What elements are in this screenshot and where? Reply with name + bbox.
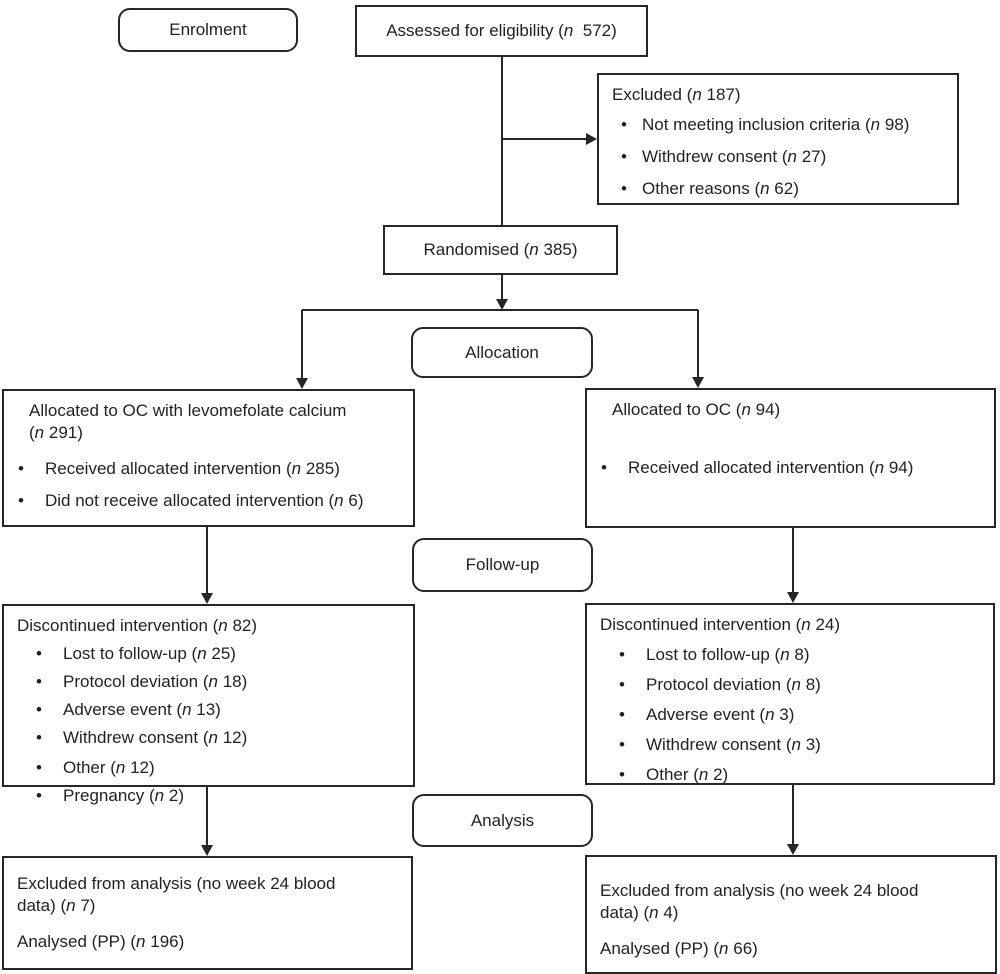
- box-discontinued-right: Discontinued intervention (n 24) Lost to…: [585, 603, 995, 786]
- excluded-title: Excluded (n 187): [612, 85, 741, 104]
- analysed-left-analysed-line: Analysed (PP) (n 196): [17, 932, 185, 951]
- assessed-label: Assessed for eligibility (n 572): [386, 21, 617, 40]
- box-allocated-oc: Allocated to OC (n 94) Received allocate…: [585, 388, 996, 528]
- box-assessed: Assessed for eligibility (n 572): [355, 5, 648, 57]
- analysed-left-excluded-line: Excluded from analysis (no week 24 blood…: [17, 874, 336, 915]
- discontinued-left-item: Lost to follow-up (n 25): [17, 643, 403, 665]
- discontinued-right-item: Lost to follow-up (n 8): [600, 644, 983, 666]
- stage-allocation-label: Allocation: [465, 342, 539, 362]
- allocated-oc-item: Received allocated intervention (n 94): [600, 457, 984, 479]
- discontinued-right-title: Discontinued intervention (n 24): [600, 615, 841, 634]
- box-analysed-left: Excluded from analysis (no week 24 blood…: [2, 856, 413, 970]
- discontinued-left-item: Pregnancy (n 2): [17, 785, 403, 807]
- box-discontinued-left: Discontinued intervention (n 82) Lost to…: [2, 604, 415, 807]
- discontinued-right-item: Protocol deviation (n 8): [600, 674, 983, 696]
- stage-analysis: Analysis: [412, 794, 593, 847]
- box-allocated-levomefolate: Allocated to OC with levomefolate calciu…: [2, 389, 415, 527]
- randomised-label: Randomised (n 385): [423, 240, 578, 259]
- stage-followup-label: Follow-up: [465, 555, 540, 574]
- allocated-levomefolate-title: Allocated to OC with levomefolate calciu…: [29, 401, 347, 442]
- discontinued-right-item: Other (n 2): [600, 764, 983, 786]
- stage-followup: Follow-up: [412, 538, 593, 592]
- allocated-levomefolate-item: Received allocated intervention (n 285): [17, 458, 403, 480]
- allocated-oc-title: Allocated to OC (n 94): [612, 400, 781, 419]
- stage-allocation: Allocation: [411, 327, 593, 378]
- box-excluded: Excluded (n 187) Not meeting inclusion c…: [597, 73, 959, 205]
- excluded-item: Not meeting inclusion criteria (n 98): [612, 114, 947, 136]
- allocated-levomefolate-item: Did not receive allocated intervention (…: [17, 490, 403, 512]
- stage-analysis-label: Analysis: [470, 810, 535, 830]
- excluded-item: Withdrew consent (n 27): [612, 146, 947, 168]
- excluded-item: Other reasons (n 62): [612, 178, 947, 200]
- box-analysed-right: Excluded from analysis (no week 24 blood…: [585, 855, 997, 974]
- stage-enrolment: Enrolment: [118, 8, 298, 52]
- discontinued-left-item: Protocol deviation (n 18): [17, 671, 403, 693]
- box-randomised: Randomised (n 385): [383, 225, 618, 275]
- discontinued-left-item: Other (n 12): [17, 757, 403, 779]
- discontinued-left-title: Discontinued intervention (n 82): [17, 616, 258, 635]
- discontinued-left-item: Adverse event (n 13): [17, 699, 403, 721]
- discontinued-right-item: Adverse event (n 3): [600, 704, 983, 726]
- analysed-right-excluded-line: Excluded from analysis (no week 24 blood…: [600, 881, 919, 922]
- discontinued-left-item: Withdrew consent (n 12): [17, 727, 403, 749]
- analysed-right-analysed-line: Analysed (PP) (n 66): [600, 939, 758, 958]
- stage-enrolment-label: Enrolment: [169, 20, 247, 39]
- discontinued-right-item: Withdrew consent (n 3): [600, 734, 983, 756]
